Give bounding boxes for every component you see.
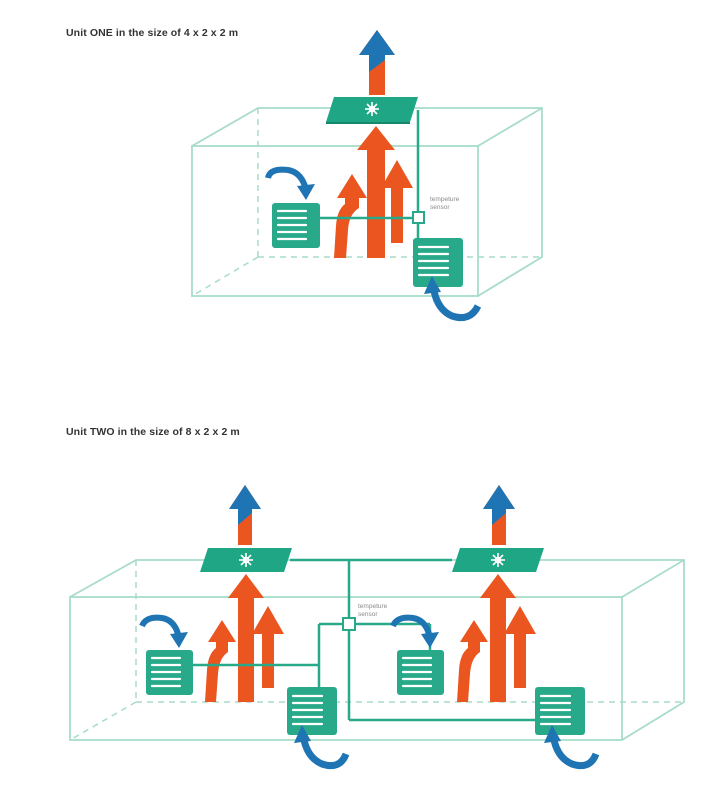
- hot-air-arrows-icon: [334, 126, 413, 258]
- unit-two-diagram: tempeture sensor: [69, 485, 685, 770]
- unit-one-title: Unit ONE in the size of 4 x 2 x 2 m: [66, 27, 239, 39]
- cold-air-arrow-icon: [390, 614, 439, 648]
- cold-air-arrow-icon: [294, 725, 350, 770]
- sensor-label: tempeture sensor: [358, 603, 389, 618]
- cold-air-arrow-icon: [424, 276, 482, 322]
- hot-air-arrows-icon: [205, 574, 284, 702]
- unit-one-diagram: tempeture sensor: [191, 30, 543, 322]
- fan-icon: [491, 553, 505, 567]
- outlet-arrow-icon: [359, 30, 395, 95]
- sensor-label: tempeture sensor: [430, 196, 461, 211]
- cold-air-arrow-icon: [544, 725, 600, 770]
- ac-unit-back: [272, 203, 320, 248]
- ac-unit-front: [413, 238, 463, 287]
- container-box: [69, 559, 685, 741]
- cold-air-arrow-icon: [265, 166, 315, 200]
- container-hidden-edges: [69, 560, 684, 741]
- control-wiring: [320, 110, 420, 220]
- container-box: [191, 107, 543, 297]
- outlet-arrow-icon: [483, 485, 515, 545]
- exhaust-fan-unit: [326, 97, 418, 124]
- hot-air-arrows-icon: [457, 574, 536, 702]
- container-hidden-edges: [191, 108, 542, 297]
- ac-unit-back: [397, 650, 444, 695]
- ac-unit-front: [535, 687, 585, 735]
- exhaust-fan-unit: [200, 548, 292, 572]
- outlet-arrow-icon: [229, 485, 261, 545]
- ac-unit-front: [287, 687, 337, 735]
- cold-air-arrow-icon: [139, 614, 188, 648]
- temperature-sensor-icon: [412, 211, 425, 224]
- exhaust-fan-unit: [452, 548, 544, 572]
- fan-icon: [239, 553, 253, 567]
- fan-icon: [365, 102, 379, 116]
- ac-unit-back: [146, 650, 193, 695]
- unit-two-title: Unit TWO in the size of 8 x 2 x 2 m: [66, 426, 240, 438]
- temperature-sensor-icon: [342, 617, 356, 631]
